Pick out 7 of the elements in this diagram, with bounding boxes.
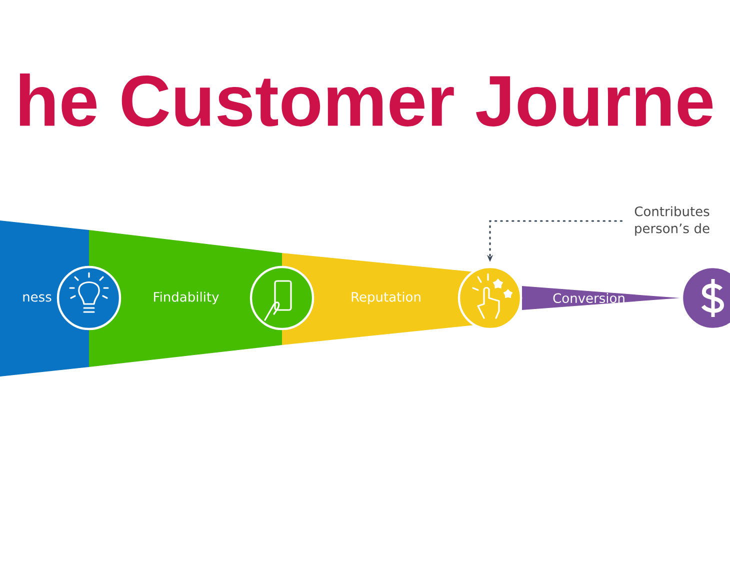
icon-circle bbox=[458, 266, 522, 330]
funnel-band: Conversion bbox=[522, 286, 680, 310]
title: he Customer Journe bbox=[20, 74, 713, 126]
annotation-text: Contributes person’s de bbox=[634, 206, 710, 236]
icon-circle bbox=[680, 266, 730, 330]
icon-circle bbox=[56, 266, 122, 330]
icon-circle bbox=[250, 266, 314, 330]
